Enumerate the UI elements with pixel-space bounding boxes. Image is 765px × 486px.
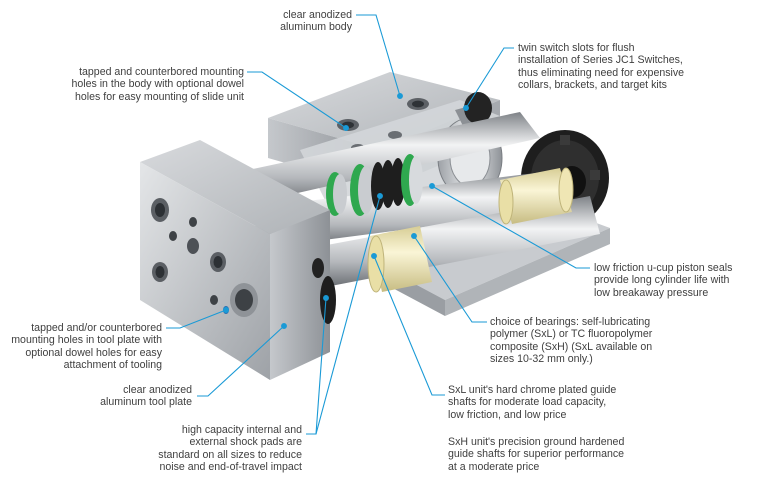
callout-line: guide shafts for superior performance — [448, 448, 625, 461]
callout-line: at a moderate price — [448, 460, 540, 473]
callout-line: tapped and/or counterbored — [31, 322, 162, 334]
callout-sxh-shafts: SxH unit's precision ground hardened gui… — [448, 436, 624, 473]
callout-line: polymer (SxL) or TC fluoropolymer — [490, 328, 653, 341]
callout-line: aluminum body — [280, 21, 352, 34]
callout-bearings: choice of bearings: self-lubricating pol… — [490, 316, 652, 366]
callout-line: aluminum tool plate — [100, 396, 192, 409]
callout-line: twin switch slots for flush — [518, 42, 635, 54]
callout-tool-plate: clear anodized aluminum tool plate — [80, 384, 192, 409]
callout-line: installation of Series JC1 Switches, — [518, 54, 683, 67]
callout-line: optional dowel holes for easy — [25, 346, 162, 359]
callout-line: attachment of tooling — [63, 359, 162, 372]
callout-sxl-shafts: SxL unit's hard chrome plated guide shaf… — [448, 384, 616, 421]
callout-line: collars, brackets, and target kits — [518, 79, 667, 92]
callout-line: mounting holes in tool plate with — [11, 334, 162, 347]
callout-line: low breakaway pressure — [594, 286, 709, 299]
callout-line: SxL unit's hard chrome plated guide — [448, 384, 617, 396]
callout-tool-plate-mounting-holes: tapped and/or counterbored mounting hole… — [2, 322, 162, 372]
callout-line: shafts for moderate load capacity, — [448, 396, 607, 409]
callout-piston-seals: low friction u-cup piston seals provide … — [594, 262, 732, 299]
callout-line: choice of bearings: self-lubricating — [490, 316, 651, 328]
callout-line: holes for easy mounting of slide unit — [74, 90, 244, 103]
callout-body-mounting-holes: tapped and counterbored mounting holes i… — [52, 66, 244, 103]
callout-shock-pads: high capacity internal and external shoc… — [140, 424, 302, 474]
callout-line: holes in the body with optional dowel — [71, 78, 244, 91]
callout-line: low friction u-cup piston seals — [594, 262, 733, 274]
callout-line: noise and end-of-travel impact — [159, 461, 302, 474]
callout-line: provide long cylinder life with — [594, 274, 730, 287]
callout-line: tapped and counterbored mounting — [79, 66, 244, 78]
callout-line: low friction, and low price — [448, 408, 567, 421]
callout-aluminum-body: clear anodized aluminum body — [262, 9, 352, 34]
callout-line: SxH unit's precision ground hardened — [448, 436, 625, 448]
callout-line: clear anodized — [123, 384, 192, 396]
callout-line: standard on all sizes to reduce — [158, 448, 302, 461]
aluminum-tool-plate — [140, 140, 336, 380]
callout-line: thus eliminating need for expensive — [518, 66, 685, 79]
callout-line: clear anodized — [283, 9, 352, 21]
callout-switch-slots: twin switch slots for flush installation… — [518, 42, 684, 92]
callout-line: composite (SxH) (SxL available on — [490, 340, 653, 353]
leader-lines — [166, 14, 590, 435]
callout-line: sizes 10-32 mm only.) — [490, 353, 593, 366]
bearings — [367, 167, 574, 293]
piston-seals — [326, 154, 423, 216]
callout-line: external shock pads are — [189, 436, 302, 449]
callout-line: high capacity internal and — [181, 424, 302, 436]
